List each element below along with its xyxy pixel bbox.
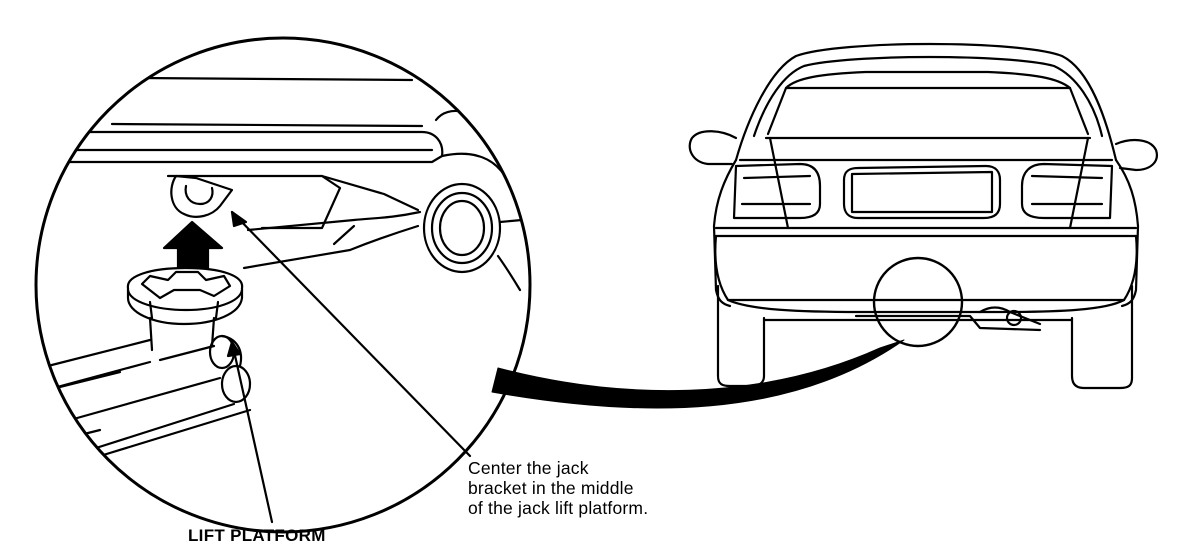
right-mirror bbox=[1114, 138, 1158, 172]
connector-band bbox=[491, 339, 905, 409]
car-rear-view bbox=[688, 42, 1158, 390]
leader-line-bracket bbox=[230, 210, 472, 458]
underbody-panel bbox=[36, 130, 444, 164]
rear-window-glass bbox=[766, 70, 1090, 136]
callout-line-1: Center the jack bbox=[468, 458, 589, 478]
leader-line-platform bbox=[230, 340, 274, 524]
left-mirror bbox=[688, 130, 738, 166]
leader-lines bbox=[226, 210, 472, 524]
jack-point-target-circle bbox=[872, 256, 964, 348]
callout-line-3: of the jack lift platform. bbox=[468, 498, 649, 518]
right-tire bbox=[1070, 284, 1134, 390]
jack-lift-platform bbox=[126, 266, 244, 326]
magnifier-circle bbox=[34, 36, 532, 534]
callout-line-2: bracket in the middle bbox=[468, 478, 634, 498]
left-tire bbox=[716, 284, 766, 388]
lift-platform-label: LIFT PLATFORM bbox=[188, 526, 326, 545]
detail-contents bbox=[36, 76, 524, 458]
callout-text: Center the jack bracket in the middle of… bbox=[468, 458, 768, 518]
rear-bumper bbox=[714, 226, 1138, 238]
jack-handle-coil bbox=[208, 334, 252, 404]
exhaust-pipe bbox=[1005, 309, 1023, 327]
jack-bracket bbox=[170, 174, 234, 218]
right-tail-light bbox=[1020, 162, 1114, 220]
exhaust-tip bbox=[422, 182, 524, 292]
left-tail-light bbox=[732, 162, 822, 220]
license-plate-recess bbox=[842, 164, 1002, 220]
rear-window-frame bbox=[734, 42, 1118, 162]
